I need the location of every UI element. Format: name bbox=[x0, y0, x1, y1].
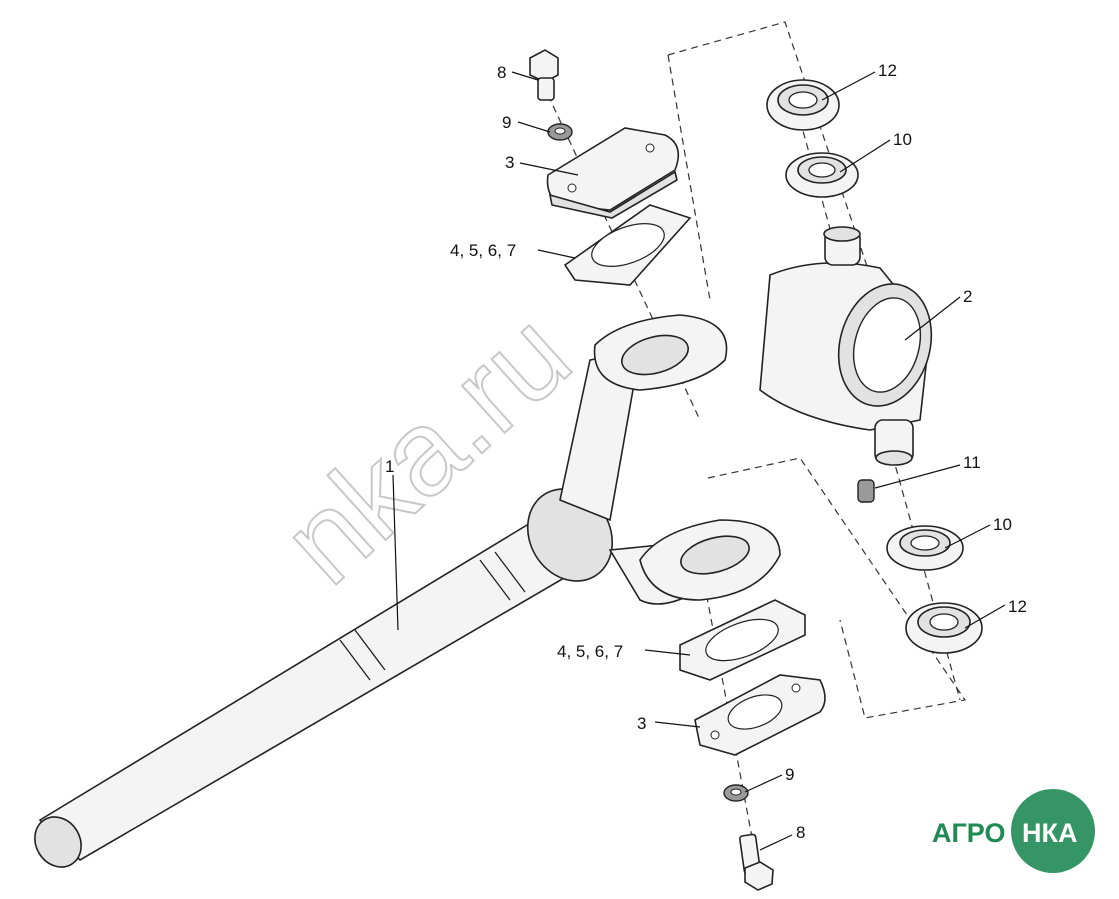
plate-3-top bbox=[546, 127, 680, 219]
label-shaft-1: 1 bbox=[385, 457, 394, 476]
agronka-logo: АГРО НКА bbox=[932, 789, 1095, 873]
arm-bracket-part bbox=[526, 314, 781, 605]
bearing-10-top bbox=[785, 152, 859, 198]
bearing-12-bottom bbox=[905, 602, 983, 654]
label-gasket-4-7-bottom: 4, 5, 6, 7 bbox=[557, 642, 623, 661]
bolt-8-bottom bbox=[739, 833, 774, 891]
label-hub-2: 2 bbox=[963, 287, 972, 306]
label-bolt-8-top: 8 bbox=[497, 63, 506, 82]
bearing-12-top bbox=[766, 79, 840, 131]
assembly-frame-top-left bbox=[667, 54, 711, 301]
label-gasket-4-7-top: 4, 5, 6, 7 bbox=[450, 241, 516, 260]
bolt-8-top bbox=[529, 49, 559, 101]
gasket-4-7-top bbox=[563, 204, 692, 286]
label-washer-9-bottom: 9 bbox=[785, 765, 794, 784]
washer-9-top bbox=[547, 123, 573, 141]
bearing-10-bottom bbox=[886, 525, 964, 571]
label-bearing-10-bottom: 10 bbox=[993, 515, 1012, 534]
label-fitting-11: 11 bbox=[963, 453, 981, 472]
logo-text-left: АГРО bbox=[932, 818, 1005, 848]
assembly-frame-bottom bbox=[707, 457, 967, 719]
label-bolt-8-bottom: 8 bbox=[796, 823, 805, 842]
assembly-frame-top bbox=[667, 21, 876, 291]
logo-text-right: НКА bbox=[1022, 818, 1077, 848]
label-bearing-12-top: 12 bbox=[878, 61, 897, 80]
label-washer-9-top: 9 bbox=[502, 113, 511, 132]
grease-fitting-11 bbox=[857, 479, 875, 503]
plate-3-bottom bbox=[694, 674, 826, 756]
washer-9-bottom bbox=[723, 784, 749, 802]
label-bearing-12-bottom: 12 bbox=[1008, 597, 1027, 616]
label-plate-3-top: 3 bbox=[505, 153, 514, 172]
label-plate-3-bottom: 3 bbox=[637, 714, 646, 733]
label-bearing-10-top: 10 bbox=[893, 130, 912, 149]
gasket-4-7-bottom bbox=[679, 599, 806, 681]
hub-part bbox=[759, 226, 933, 466]
